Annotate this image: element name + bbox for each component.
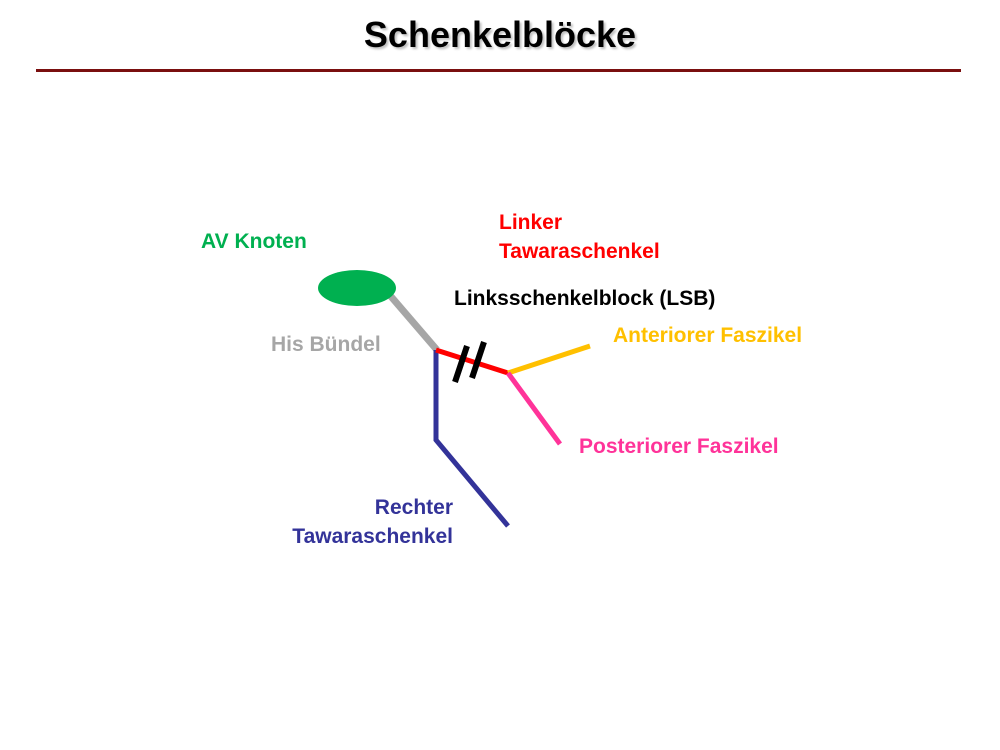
- title-divider: [36, 69, 961, 72]
- right-bundle-label: Rechter Tawaraschenkel: [243, 493, 453, 551]
- anterior-fascicle-line: [507, 343, 591, 376]
- his-bundle-label: His Bündel: [271, 333, 381, 356]
- posterior-fascicle-line: [505, 371, 563, 446]
- right-bundle-line: [433, 350, 510, 528]
- left-bundle-label: Linker Tawaraschenkel: [499, 208, 660, 266]
- left-bundle-line: [435, 347, 509, 376]
- av-node-label: AV Knoten: [201, 230, 307, 253]
- left-bundle-label-line1: Linker: [499, 211, 563, 234]
- right-bundle-label-line1: Rechter: [374, 496, 453, 519]
- page-title: Schenkelblöcke: [363, 14, 637, 55]
- block-marker-line-1: [452, 345, 470, 383]
- anterior-fascicle-label: Anteriorer Faszikel: [613, 324, 803, 347]
- av-node-shape: [318, 270, 396, 306]
- posterior-fascicle-label: Posteriorer Faszikel: [579, 435, 779, 458]
- right-bundle-label-line2: Tawaraschenkel: [292, 525, 453, 548]
- his-bundle-line: [385, 290, 440, 353]
- block-label: Linksschenkelblock (LSB): [454, 287, 716, 310]
- left-bundle-label-line2: Tawaraschenkel: [499, 240, 660, 263]
- block-marker-line-2: [469, 341, 487, 379]
